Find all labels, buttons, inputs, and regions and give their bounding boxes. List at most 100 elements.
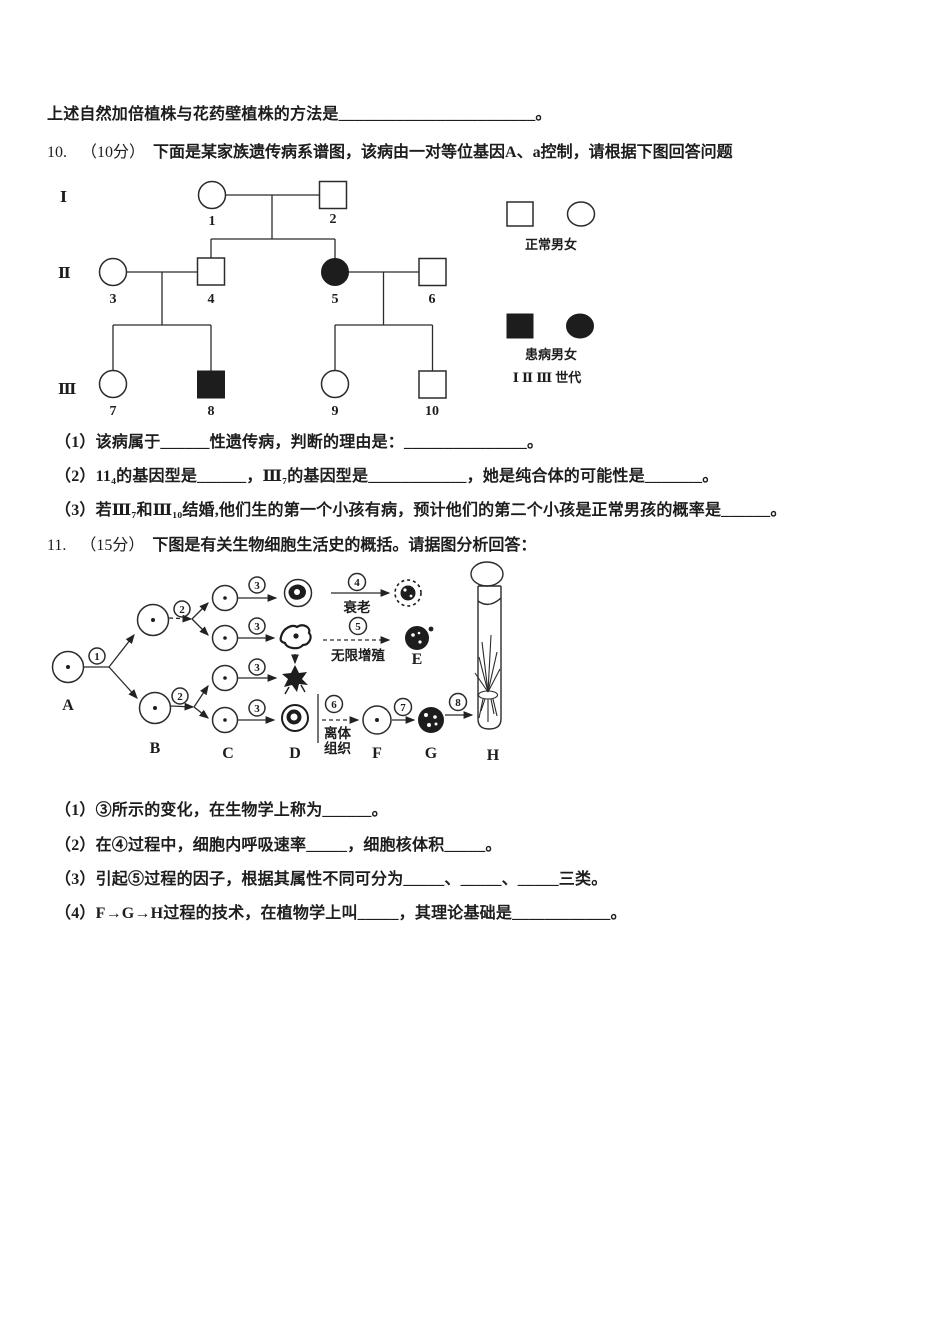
- svg-text:3: 3: [254, 580, 260, 592]
- differentiated-cell-d4: [281, 704, 309, 732]
- generation-label-1: Ⅰ: [60, 190, 67, 206]
- isolated-tissue-label-2: 组织: [324, 740, 351, 756]
- legend-generations-label: Ⅰ Ⅱ Ⅲ 世代: [513, 370, 582, 385]
- individual-10-normal-male: [418, 370, 447, 399]
- q10-sub-question-1: （1）该病属于______性遗传病，判断的理由是：_______________…: [55, 434, 544, 451]
- intro-fill-blank-line: 上述自然加倍植株与花药壁植株的方法是______________________…: [47, 106, 552, 123]
- legend-affected-male-icon: [506, 313, 534, 339]
- cell-b-top: [136, 603, 170, 637]
- individual-4-normal-male: [196, 257, 226, 286]
- svg-text:3: 3: [254, 703, 260, 715]
- cell-life-history-diagram: 1 2 2 3 3 3 3: [51, 561, 504, 764]
- q11-sub-question-4: （4）F→G→H过程的技术，在植物学上叫_____，其理论基础是________…: [55, 905, 627, 922]
- svg-text:1: 1: [94, 651, 100, 663]
- differentiated-cell-d2: [279, 624, 312, 650]
- pedigree-number-4: 4: [208, 292, 215, 307]
- svg-text:3: 3: [254, 621, 260, 633]
- generation-label-3: Ⅲ: [58, 382, 76, 398]
- cancer-cell-e: [405, 626, 434, 650]
- cell-f: [362, 705, 392, 735]
- differentiated-cell-d3: [282, 665, 308, 695]
- cell-c-4: [211, 706, 239, 734]
- legend-affected-label: 患病男女: [525, 347, 577, 362]
- stage-label-a: A: [62, 697, 74, 714]
- svg-text:3: 3: [254, 662, 260, 674]
- callus-g: [418, 707, 444, 733]
- step-2-bottom-icon: 2: [171, 687, 189, 705]
- q11-sub-question-2: （2）在④过程中，细胞内呼吸速率_____，细胞核体积_____。: [55, 837, 502, 854]
- generation-label-2: Ⅱ: [58, 266, 71, 282]
- pedigree-number-5: 5: [332, 292, 339, 307]
- stage-label-c: C: [222, 745, 234, 762]
- svg-text:2: 2: [179, 604, 185, 616]
- step-3-row3-icon: 3: [248, 658, 266, 676]
- pedigree-number-3: 3: [110, 292, 117, 307]
- senescence-label: 衰老: [343, 599, 371, 615]
- step-1-icon: 1: [88, 647, 106, 665]
- q10-heading-text: 下面是某家族遗传病系谱图，该病由一对等位基因A、a控制，请根据下图回答问题: [153, 144, 733, 161]
- svg-text:6: 6: [331, 699, 337, 711]
- step-3-row1-icon: 3: [248, 576, 266, 594]
- isolated-tissue-label-1: 离体: [324, 725, 351, 741]
- legend-normal-female-icon: [566, 201, 596, 227]
- svg-text:7: 7: [400, 702, 406, 714]
- svg-text:2: 2: [177, 691, 183, 703]
- cell-c-1: [211, 584, 239, 612]
- svg-text:8: 8: [455, 697, 461, 709]
- individual-2-normal-male: [318, 180, 348, 210]
- q10-score: （10分）: [81, 144, 146, 161]
- stage-label-f: F: [372, 745, 382, 762]
- step-2-top-icon: 2: [173, 600, 191, 618]
- step-8-icon: 8: [448, 692, 468, 712]
- senescent-cell: [394, 579, 422, 607]
- individual-6-normal-male: [418, 257, 447, 287]
- step-5-icon: 5: [348, 616, 368, 636]
- pedigree-number-2: 2: [330, 212, 337, 227]
- q10-number: 10.: [47, 144, 67, 161]
- pedigree-number-6: 6: [429, 292, 436, 307]
- step-4-icon: 4: [347, 572, 367, 592]
- stage-label-b: B: [150, 740, 161, 757]
- cell-c-3: [211, 664, 239, 692]
- cell-b-bottom: [138, 691, 172, 725]
- legend-affected-female-icon: [566, 313, 594, 339]
- svg-text:4: 4: [354, 577, 360, 589]
- individual-5-affected-female: [321, 258, 349, 286]
- q10-sub-question-3: （3）若Ⅲ₇和Ⅲ₁₀结婚,他们生的第一个小孩有病，预计他们的第二个小孩是正常男孩…: [55, 502, 787, 519]
- test-tube-h: [470, 561, 504, 730]
- q11-score: （15分）: [80, 537, 145, 554]
- plantlet: [474, 634, 501, 722]
- pedigree-diagram: Ⅰ Ⅱ Ⅲ 1 2 3 4 5 6 7 8 9 10 正常男女 患病男女 Ⅰ Ⅱ…: [58, 180, 596, 419]
- proliferation-label: 无限增殖: [330, 647, 385, 663]
- q11-sub-question-1: （1）③所示的变化，在生物学上称为______。: [55, 802, 388, 819]
- q11-heading-text: 下图是有关生物细胞生活史的概括。请据图分析回答：: [152, 537, 537, 554]
- cell-diagram-arrows: [83, 589, 474, 743]
- q10-sub-question-2: （2）11₄的基因型是______，Ⅲ₇的基因型是____________，她是…: [55, 468, 719, 485]
- individual-8-affected-male: [197, 370, 225, 399]
- stage-label-d: D: [289, 745, 301, 762]
- differentiated-cell-d1: [283, 578, 313, 608]
- step-7-icon: 7: [393, 697, 413, 717]
- stage-label-g: G: [425, 745, 438, 762]
- q11-number: 11.: [47, 537, 67, 554]
- legend-normal-label: 正常男女: [525, 237, 577, 252]
- individual-9-normal-female: [320, 369, 350, 399]
- svg-text:5: 5: [355, 621, 361, 633]
- step-6-icon: 6: [324, 694, 344, 714]
- individual-1-normal-female: [197, 180, 227, 210]
- pedigree-number-10: 10: [425, 404, 439, 419]
- pedigree-number-7: 7: [110, 404, 117, 419]
- individual-7-normal-female: [98, 369, 128, 399]
- step-number-badges: 1 2 2 3 3 3 3: [88, 572, 468, 717]
- pedigree-number-8: 8: [208, 404, 215, 419]
- step-3-row4-icon: 3: [248, 699, 266, 717]
- cell-a: [51, 650, 85, 684]
- q11-heading: 11. （15分） 下图是有关生物细胞生活史的概括。请据图分析回答：: [47, 531, 536, 555]
- q11-sub-question-3: （3）引起⑤过程的因子，根据其属性不同可分为_____、_____、_____三…: [55, 871, 608, 888]
- stage-label-h: H: [487, 747, 500, 764]
- legend-normal-male-icon: [506, 201, 534, 227]
- cell-c-2: [211, 624, 239, 652]
- stage-label-e: E: [412, 651, 423, 668]
- pedigree-connection-lines: [112, 194, 434, 371]
